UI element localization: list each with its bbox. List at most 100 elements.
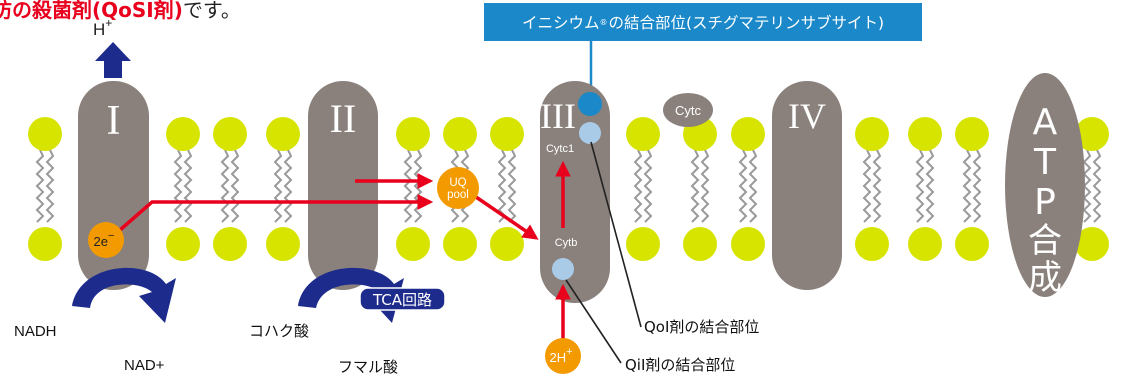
binding-site-banner: イニシウム®の結合部位(スチグマテリンサブサイト) <box>484 3 922 41</box>
lipid-head <box>266 227 300 261</box>
tca-badge <box>359 287 446 311</box>
electron-carrier <box>88 222 124 258</box>
phospholipid <box>490 117 524 261</box>
atp-synthase <box>1005 73 1085 297</box>
lipid-tail <box>173 149 183 223</box>
lipid-tail <box>45 149 55 223</box>
lipid-head <box>855 227 889 261</box>
phospholipid <box>683 117 717 261</box>
phospholipid <box>908 117 942 261</box>
lipid-tail <box>220 149 230 223</box>
lipid-tail <box>962 149 972 223</box>
lipid-head <box>396 227 430 261</box>
uq-pool-line1: UQ <box>449 177 466 189</box>
fumarate-label: フマル酸 <box>338 358 398 376</box>
qo-site-circle <box>579 122 601 144</box>
lipid-tail <box>862 149 872 223</box>
lipid-head <box>626 227 660 261</box>
uq-pool <box>437 167 479 209</box>
complex-2 <box>308 81 378 290</box>
nadh-conversion-arrow <box>72 267 176 323</box>
qii-leader-line <box>565 279 622 364</box>
qoi-site-label: QoI剤の結合部位 <box>644 318 759 336</box>
complex-3-label: III <box>540 96 576 136</box>
registered-mark: ® <box>599 17 608 27</box>
lipid-tail <box>35 149 45 223</box>
lipid-tail <box>283 149 293 223</box>
nad-plus-label: NAD+ <box>124 357 165 374</box>
lipid-tail <box>273 149 283 223</box>
lipid-head <box>28 227 62 261</box>
lipid-head <box>490 227 524 261</box>
succinate-label: コハク酸 <box>249 322 309 340</box>
lipid-head <box>626 117 660 151</box>
membrane-lipid-bilayer <box>28 117 1109 261</box>
lipid-head <box>28 117 62 151</box>
lipid-head <box>731 227 765 261</box>
lipid-head <box>683 227 717 261</box>
two-h-plus-label: 2H+ <box>549 346 572 365</box>
lipid-tail <box>497 149 507 223</box>
lipid-tail <box>413 149 423 223</box>
lipid-head <box>166 117 200 151</box>
uq-to-cytb-arrow <box>475 195 539 240</box>
lipid-head <box>855 117 889 151</box>
phospholipid <box>626 117 660 261</box>
lipid-tail <box>230 149 240 223</box>
lipid-tail <box>700 149 710 223</box>
cytochrome-c <box>663 93 713 127</box>
caption-tail: です。 <box>182 0 241 22</box>
lipid-head <box>955 117 989 151</box>
atp-letter-go: 合 <box>1028 221 1062 261</box>
phospholipid <box>855 117 889 261</box>
lipid-tail <box>738 149 748 223</box>
atp-letter-t: T <box>1033 142 1057 183</box>
lipid-head <box>731 117 765 151</box>
lipid-tail <box>690 149 700 223</box>
lipid-head <box>908 117 942 151</box>
lipid-head <box>443 227 477 261</box>
lipid-tail <box>633 149 643 223</box>
lipid-tail <box>403 149 413 223</box>
complex-4 <box>772 81 842 290</box>
electron-label: 2e− <box>94 230 115 249</box>
cytb-label: Cytb <box>555 237 578 249</box>
h-plus-label: H+ <box>93 16 112 39</box>
succinate-conversion-arrow <box>298 267 404 323</box>
lipid-tail <box>872 149 882 223</box>
atp-letter-a: A <box>1033 102 1058 143</box>
complex-4-label: IV <box>788 96 826 136</box>
lipid-head <box>396 117 430 151</box>
lipid-tail <box>507 149 517 223</box>
uq-pool-line2: pool <box>447 189 469 201</box>
initium-binding-site <box>578 92 602 116</box>
lipid-head <box>443 117 477 151</box>
lipid-head <box>166 227 200 261</box>
qoi-leader-line <box>590 141 642 328</box>
phospholipid <box>166 117 200 261</box>
lipid-head <box>213 117 247 151</box>
phospholipid <box>266 117 300 261</box>
lipid-tail <box>972 149 982 223</box>
lipid-head <box>908 227 942 261</box>
top-caption: 防の殺菌剤(QoSI剤)です。 <box>0 0 241 23</box>
phospholipid <box>28 117 62 261</box>
phospholipid <box>396 117 430 261</box>
lipid-tail <box>1092 149 1102 223</box>
complex-2-label: II <box>330 96 357 141</box>
lipid-head <box>1075 227 1109 261</box>
phospholipid <box>955 117 989 261</box>
phospholipid <box>213 117 247 261</box>
qii-site-label: QiI剤の結合部位 <box>625 356 735 374</box>
caption-emphasis: 防の殺菌剤(QoSI剤) <box>0 0 183 22</box>
lipid-head <box>213 227 247 261</box>
atp-letter-sei: 成 <box>1028 258 1062 298</box>
qi-site-circle <box>552 258 574 280</box>
lipid-head <box>266 117 300 151</box>
phospholipid <box>1075 117 1109 261</box>
cytc1-label: Cytc1 <box>546 143 574 155</box>
lipid-head <box>955 227 989 261</box>
electron-flow-arrow <box>118 194 434 232</box>
lipid-head <box>1075 117 1109 151</box>
